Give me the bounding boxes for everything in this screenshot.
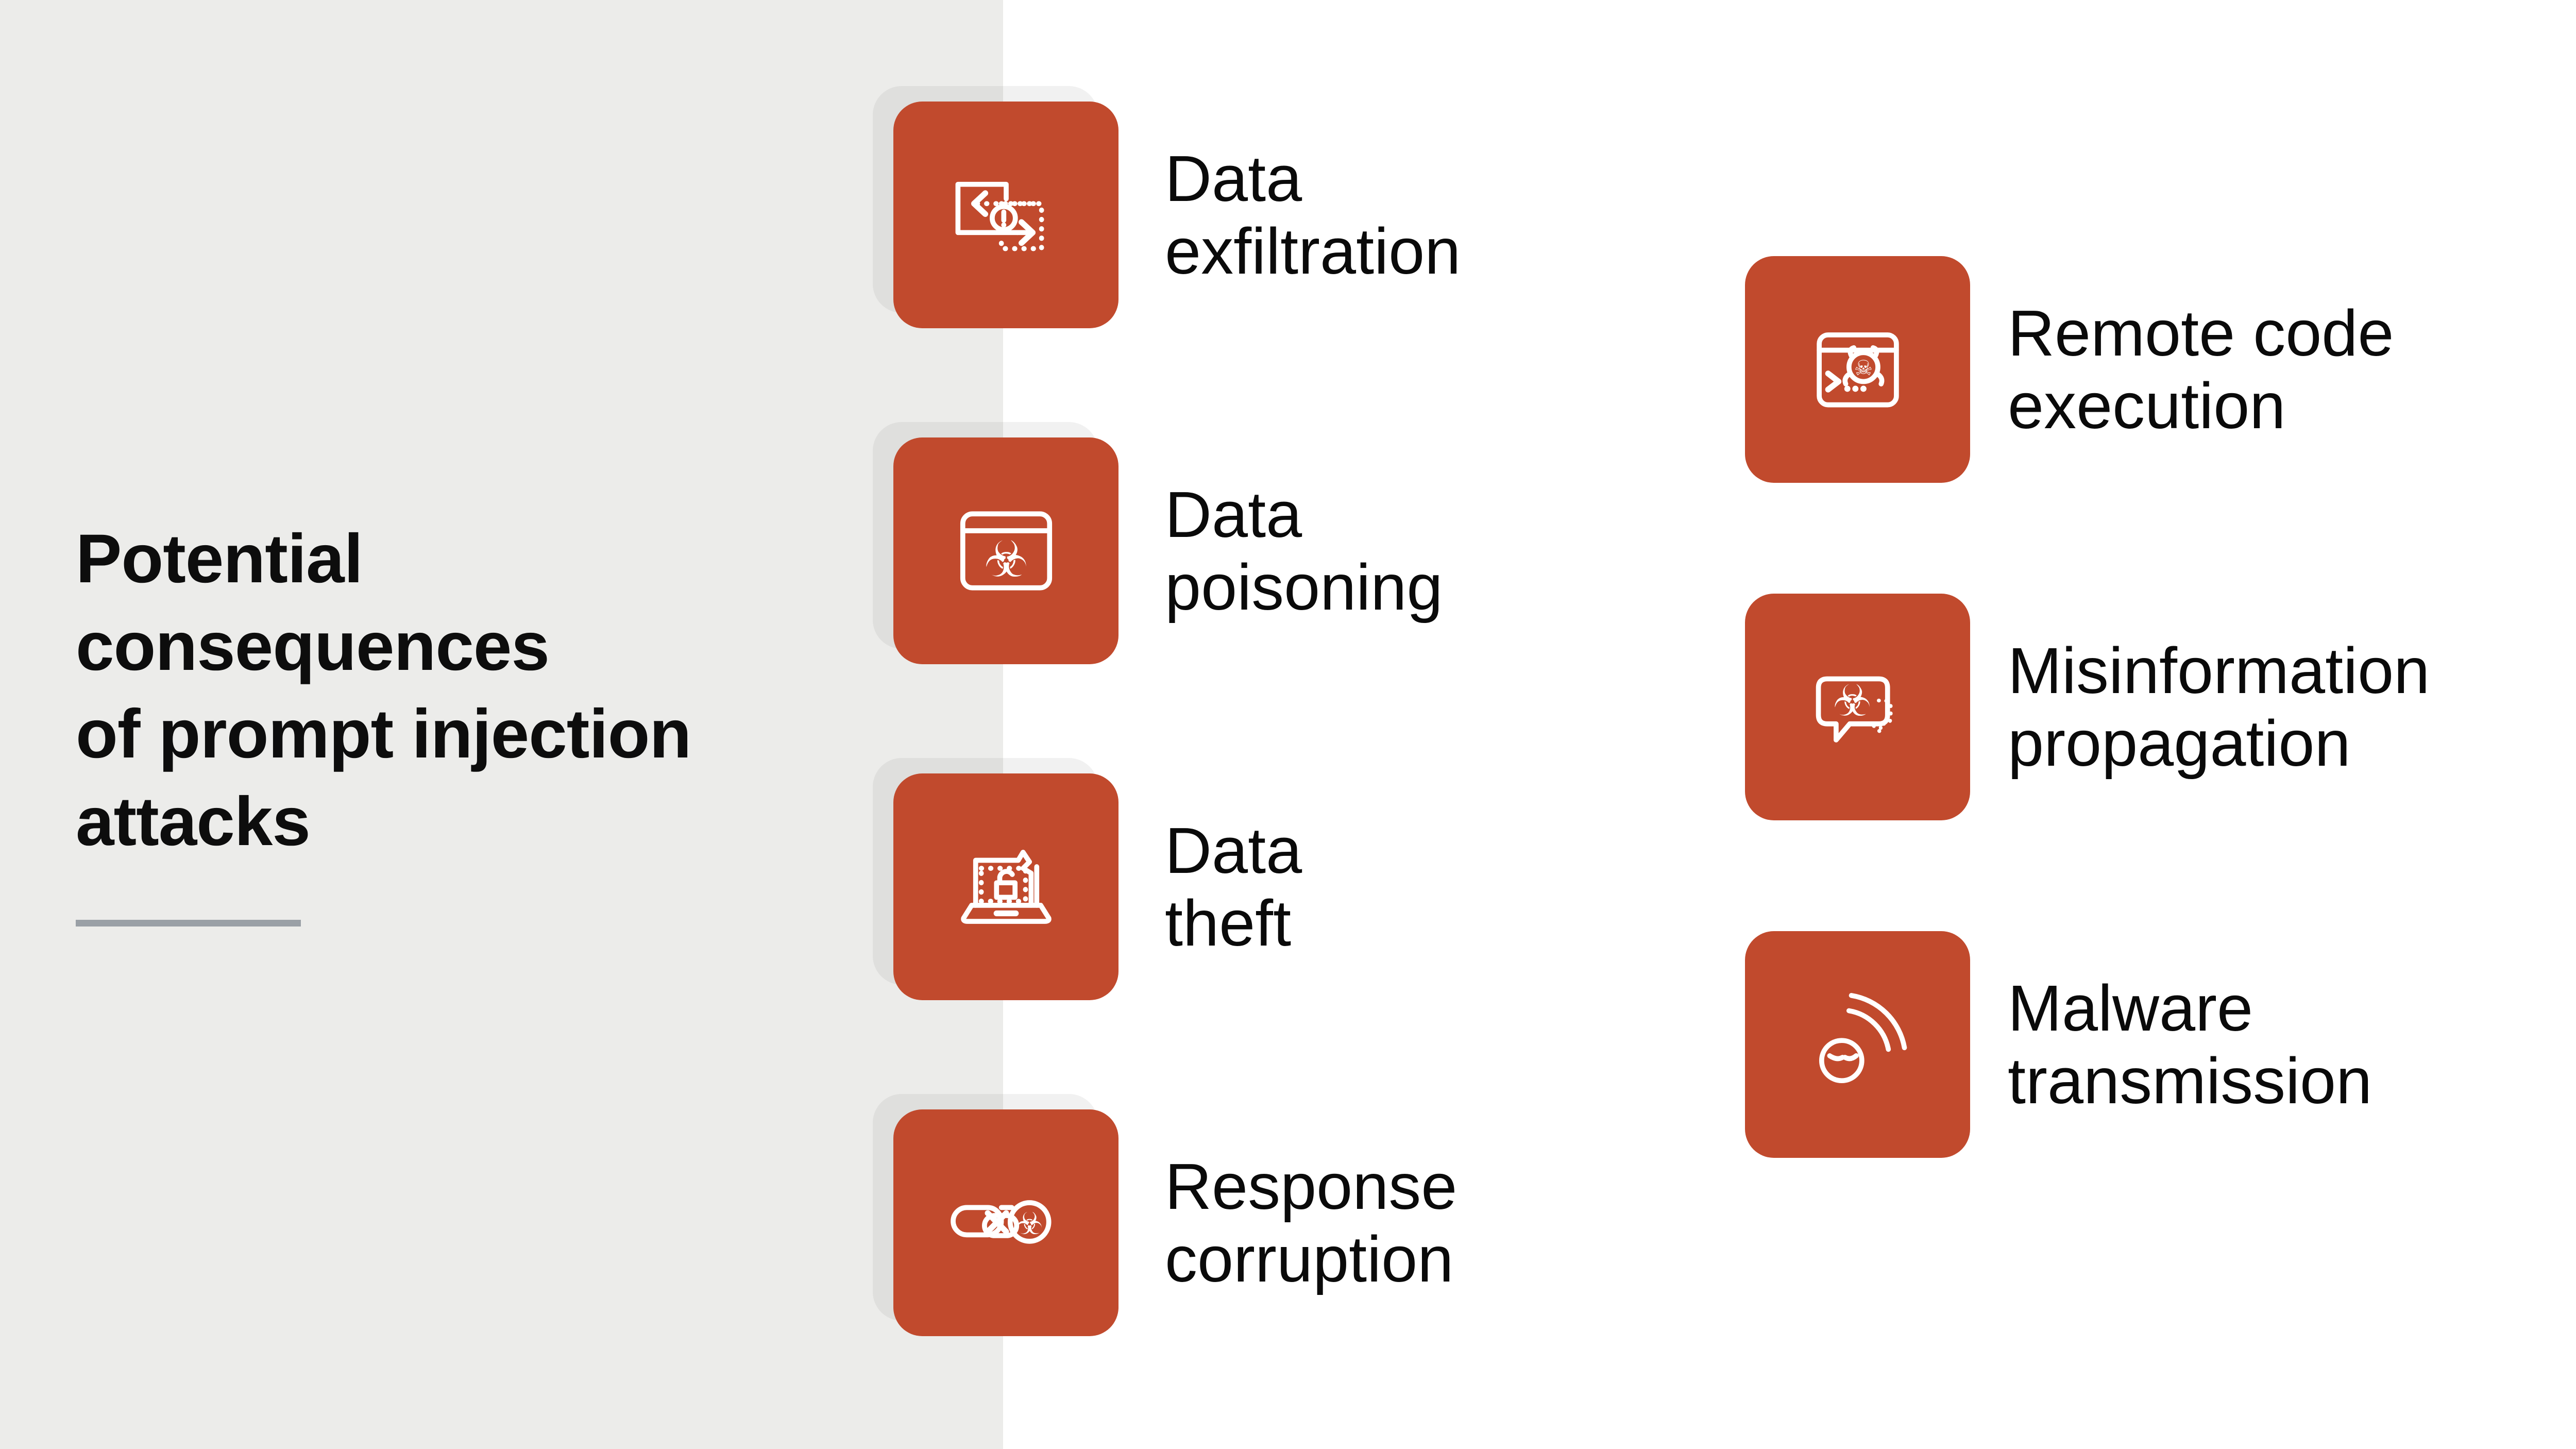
left-gray-panel [0, 0, 1003, 1449]
list-item: ☣ Data poisoning [873, 422, 1443, 664]
icon-tile-wrap [873, 86, 1118, 328]
list-item: ☣ Response corruption [873, 1094, 1458, 1336]
svg-text:☣: ☣ [984, 530, 1028, 588]
icon-tile-wrap: ☣ [1745, 594, 1970, 820]
list-item: Data exfiltration [873, 86, 1461, 328]
data-theft-icon [960, 850, 1052, 924]
title-underline-divider [76, 920, 301, 926]
icon-tile: ☣ [893, 1109, 1118, 1336]
page-title: Potential consequences of prompt injecti… [76, 520, 691, 860]
list-item: Data theft [873, 758, 1302, 1000]
remote-code-execution-icon: ☠ [1816, 332, 1899, 408]
icon-tile: ☣ [1745, 594, 1970, 820]
icon-tile [893, 102, 1118, 328]
icon-tile: ☣ [893, 437, 1118, 664]
icon-tile [1745, 931, 1970, 1158]
list-item: ☠ Remote code execution [1745, 256, 2394, 483]
icon-tile-wrap: ☣ [873, 422, 1118, 664]
item-label: Data poisoning [1165, 478, 1443, 624]
item-label: Data exfiltration [1165, 142, 1461, 288]
data-poisoning-icon: ☣ [960, 511, 1052, 591]
icon-tile-wrap [1745, 931, 1970, 1158]
list-item: Malware transmission [1745, 931, 2372, 1158]
item-label: Remote code execution [2008, 297, 2394, 442]
svg-text:☣: ☣ [1833, 676, 1872, 726]
data-exfiltration-icon [955, 181, 1044, 251]
icon-tile-wrap: ☣ [873, 1094, 1118, 1336]
icon-tile: ☠ [1745, 256, 1970, 483]
item-label: Data theft [1165, 814, 1302, 959]
item-label: Malware transmission [2008, 972, 2372, 1117]
malware-transmission-icon [1819, 993, 1907, 1084]
icon-tile-wrap: ☠ [1745, 256, 1970, 483]
misinformation-propagation-icon: ☣ [1816, 676, 1893, 743]
item-label: Response corruption [1165, 1150, 1458, 1295]
svg-text:☣: ☣ [1015, 1206, 1043, 1241]
item-label: Misinformation propagation [2008, 634, 2430, 780]
response-corruption-icon: ☣ [950, 1200, 1052, 1244]
icon-tile [893, 773, 1118, 1000]
icon-tile-wrap [873, 758, 1118, 1000]
svg-text:☠: ☠ [1854, 356, 1872, 380]
list-item: ☣ Misinformation propagation [1745, 594, 2430, 820]
